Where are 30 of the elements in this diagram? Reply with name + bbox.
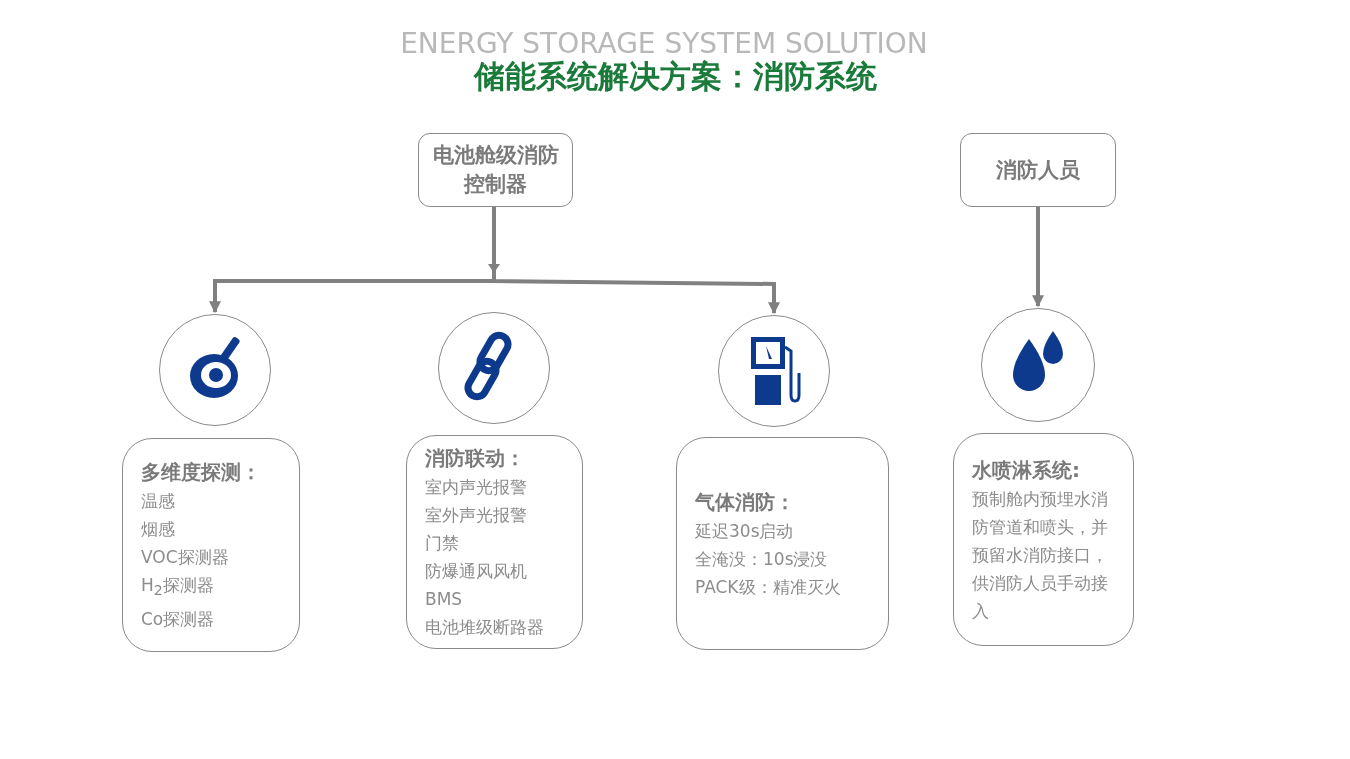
list-item: BMS xyxy=(425,588,463,611)
list-item: 延迟30s启动 xyxy=(695,519,794,543)
info-card xyxy=(406,435,583,649)
title: 储能系统解决方案：消防系统 xyxy=(472,57,878,96)
card-heading: 消防联动： xyxy=(425,445,525,472)
list-item: 门禁 xyxy=(425,532,459,555)
list-item: 室外声光报警 xyxy=(425,504,527,527)
card-heading: 气体消防： xyxy=(695,488,795,516)
list-item: 烟感 xyxy=(141,518,175,542)
card-heading: 多维度探测： xyxy=(141,459,261,487)
box-label: 电池舱级消防控制器 xyxy=(431,142,560,198)
list-item: VOC探测器 xyxy=(141,546,229,570)
list-item: 全淹没：10s浸没 xyxy=(695,547,828,571)
subtitle: ENERGY STORAGE SYSTEM SOLUTION xyxy=(399,28,929,60)
list-item: 室内声光报警 xyxy=(425,476,527,499)
box-label: 消防人员 xyxy=(995,156,1081,184)
list-item: 防爆通风风机 xyxy=(425,560,527,583)
info-card xyxy=(676,437,889,650)
info-card xyxy=(953,433,1134,646)
process-box xyxy=(960,133,1116,207)
list-item: 电池堆级断路器 xyxy=(425,616,544,639)
list-item: Co探测器 xyxy=(141,607,215,631)
list-item: H$_{2}$探测器 xyxy=(141,574,214,601)
list-item: 温感 xyxy=(141,490,175,514)
list-item: PACK级：精准灭火 xyxy=(695,575,841,599)
info-card xyxy=(122,438,300,652)
process-box xyxy=(418,133,573,207)
card-heading: 水喷淋系统: xyxy=(972,456,1080,484)
list-item: 预制舱内预埋水消防管道和喷头，并预留水消防接口，供消防人员手动接入 xyxy=(972,487,1109,623)
connector-arrow xyxy=(1032,207,1044,308)
